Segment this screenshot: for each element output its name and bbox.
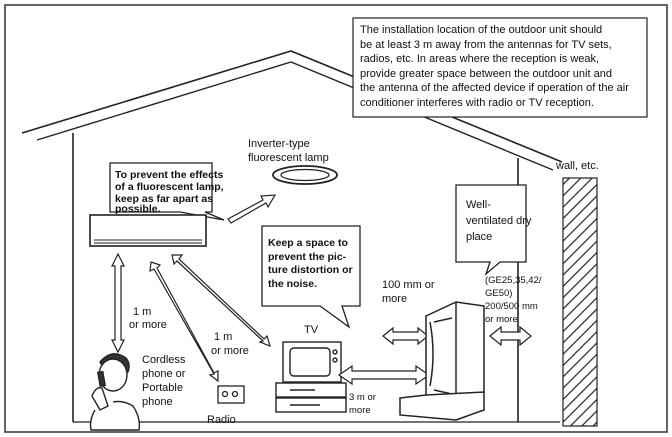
installation-note: The installation location of the outdoor… [360, 24, 629, 109]
three-m-label: more [349, 405, 371, 416]
clearance-100-label: 100 mm or [382, 279, 435, 291]
models-label: or more [485, 314, 518, 325]
phone-label: phone or [142, 368, 186, 380]
ventilated-text: ventilated dry [466, 215, 532, 227]
house-roof [21, 50, 563, 163]
keep-space-text: prevent the pic- [268, 251, 347, 263]
three-m-label: 3 m or [349, 392, 376, 403]
lamp-distance-arrow [227, 194, 277, 224]
prevent-effects-callout [109, 162, 225, 221]
prevent-effects-text: keep as far apart as [115, 193, 213, 205]
phone-label: phone [142, 396, 173, 408]
tv-distance-arrow [171, 254, 271, 348]
prevent-effects-text: of a fluorescent lamp, [115, 181, 224, 193]
radio-distance-arrow [149, 261, 219, 383]
fluorescent-lamp-inner [280, 168, 330, 182]
phone-label: Cordless [142, 354, 186, 366]
clearance-100-arrow [382, 326, 429, 346]
outdoor-unit [399, 301, 485, 421]
installation-note-line: radios, etc. In areas where the receptio… [360, 53, 599, 65]
one-m-mid-label: 1 m [214, 331, 232, 343]
radio-label: Radio [207, 414, 236, 426]
keep-space-callout [261, 225, 361, 329]
one-m-left-label: or more [129, 319, 167, 331]
clearance-200-500-arrow [489, 325, 532, 347]
keep-space-text: ture distortion or [268, 264, 353, 276]
indoor-unit [89, 214, 207, 247]
one-m-left-label: 1 m [133, 306, 151, 318]
house-roof-inner [36, 61, 554, 171]
models-label: GE50) [485, 288, 512, 299]
vertical-1m-arrow [111, 252, 125, 354]
radio [217, 385, 245, 404]
ventilated-text: Well- [466, 199, 491, 211]
installation-note-line: The installation location of the outdoor… [360, 24, 602, 36]
clearance-100-label: more [382, 293, 407, 305]
models-label: 200/500 mm [485, 301, 538, 312]
installation-note-line: be at least 3 m away from the antennas f… [360, 39, 612, 51]
wall-label: wall, etc. [555, 160, 599, 172]
one-m-mid-label: or more [211, 345, 249, 357]
tv-label: TV [304, 324, 319, 336]
installation-note-line: provide greater space between the outdoo… [360, 68, 612, 80]
prevent-effects-text: To prevent the effects [115, 169, 223, 181]
prevent-effects-text: possible. [115, 203, 161, 215]
models-label: (GE25,35,42/ [485, 275, 542, 286]
diagram-frame [4, 4, 668, 433]
tv-set [275, 341, 347, 413]
lamp-label: fluorescent lamp [248, 152, 329, 164]
person-with-phone [89, 353, 141, 431]
hatched-wall [562, 177, 598, 427]
three-m-arrow [337, 364, 431, 386]
phone-label: Portable [142, 382, 183, 394]
installation-note-line: the antenna of the affected device if op… [360, 82, 629, 94]
installation-note-line: conditioner interferes with radio or TV … [360, 97, 594, 109]
lamp-label: Inverter-type [248, 138, 310, 150]
ventilated-callout [455, 184, 527, 277]
installation-note-box [352, 17, 648, 118]
keep-space-text: Keep a space to [268, 237, 348, 249]
keep-space-text: the noise. [268, 278, 317, 290]
ventilated-text: place [466, 231, 492, 243]
